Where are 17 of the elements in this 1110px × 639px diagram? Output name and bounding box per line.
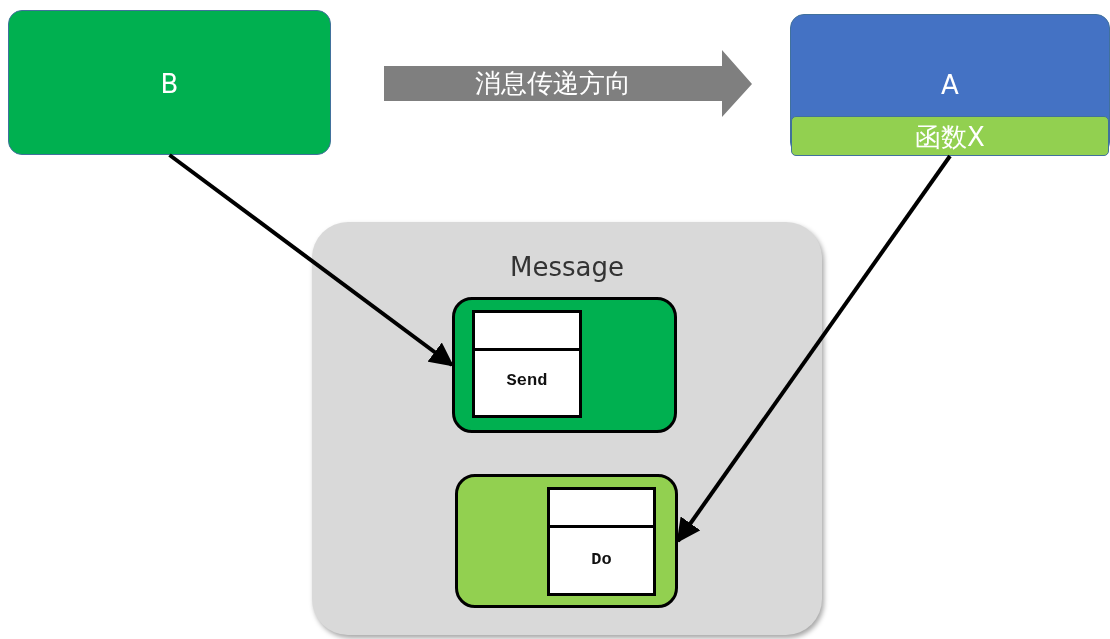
- node-label: A: [940, 70, 960, 100]
- node-label: 函数X: [914, 121, 986, 154]
- class-box: [8, 10, 331, 155]
- direction-label: 消息传递方向: [474, 67, 632, 100]
- method-label: Send: [505, 371, 549, 390]
- node-label: B: [159, 69, 180, 99]
- arrow: [676, 154, 952, 543]
- panel-title: Message: [509, 252, 625, 282]
- message-panel: [312, 222, 822, 635]
- message-card: [455, 474, 678, 608]
- function-band: [791, 116, 1109, 156]
- arrow: [168, 153, 454, 367]
- method-slot: [547, 487, 656, 596]
- method-label: Do: [590, 550, 613, 569]
- method-slot: [472, 310, 582, 418]
- class-box: [790, 14, 1110, 156]
- message-card: [452, 297, 677, 433]
